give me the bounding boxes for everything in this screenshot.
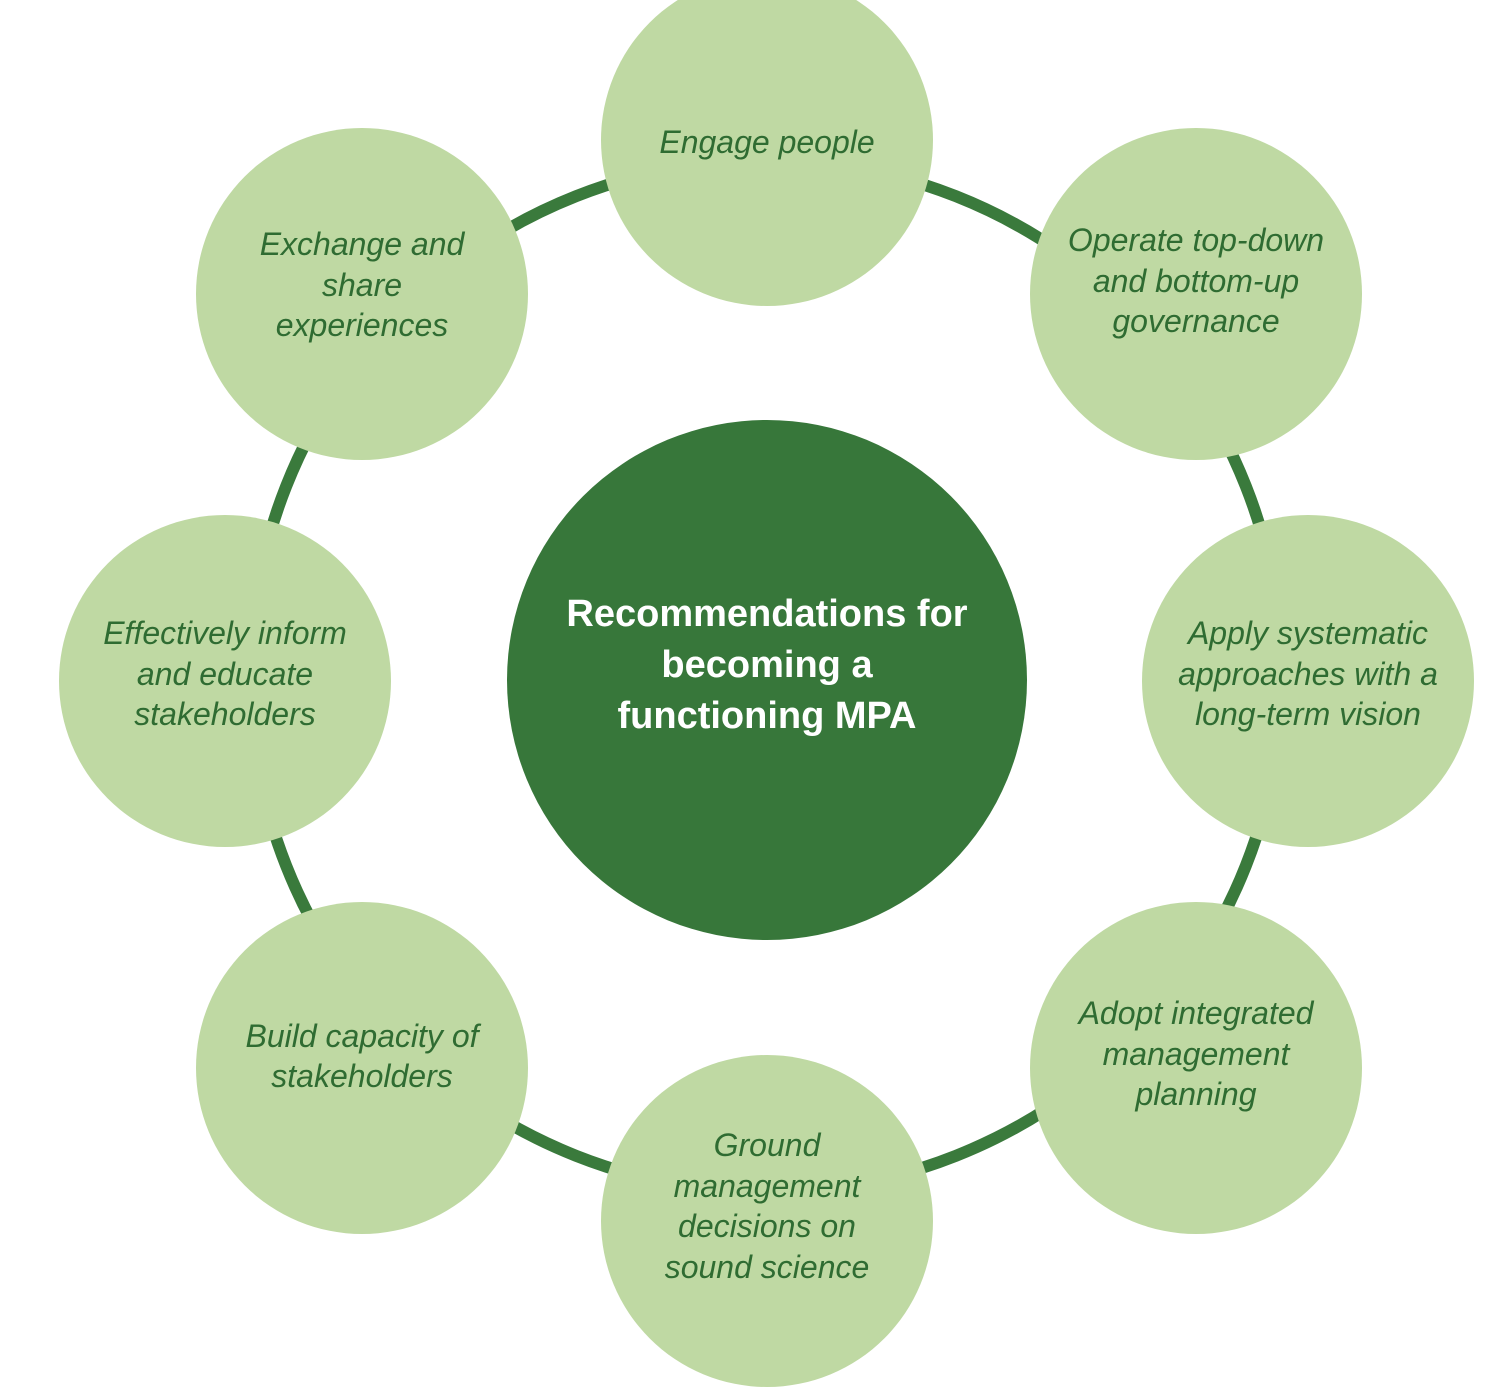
node-operate-governance: Operate top-down and bottom-up governanc…	[1030, 128, 1362, 460]
node-label: Build capacity of stakeholders	[245, 1017, 479, 1095]
node-exchange-experiences: Exchange and share experiences	[196, 128, 528, 460]
node-apply-systematic-approaches: Apply systematic approaches with a long-…	[1142, 515, 1474, 847]
center-label: Recommendations for becoming a functioni…	[566, 592, 968, 737]
node-label: Apply systematic approaches with a long-…	[1178, 615, 1438, 733]
node-build-capacity: Build capacity of stakeholders	[196, 902, 528, 1234]
node-label: Ground management decisions on sound sci…	[664, 1127, 870, 1285]
node-label: Adopt integrated management planning	[1078, 995, 1314, 1113]
node-label: Exchange and share experiences	[259, 226, 465, 344]
center-circle: Recommendations for becoming a functioni…	[507, 420, 1027, 940]
node-adopt-integrated-planning: Adopt integrated management planning	[1030, 902, 1362, 1234]
node-engage-people: Engage people	[601, 0, 933, 306]
node-ground-decisions-science: Ground management decisions on sound sci…	[601, 1055, 933, 1387]
node-label: Engage people	[659, 123, 875, 160]
node-label: Operate top-down and bottom-up governanc…	[1067, 222, 1325, 340]
node-label: Effectively inform and educate stakehold…	[103, 615, 347, 733]
node-inform-educate: Effectively inform and educate stakehold…	[59, 515, 391, 847]
